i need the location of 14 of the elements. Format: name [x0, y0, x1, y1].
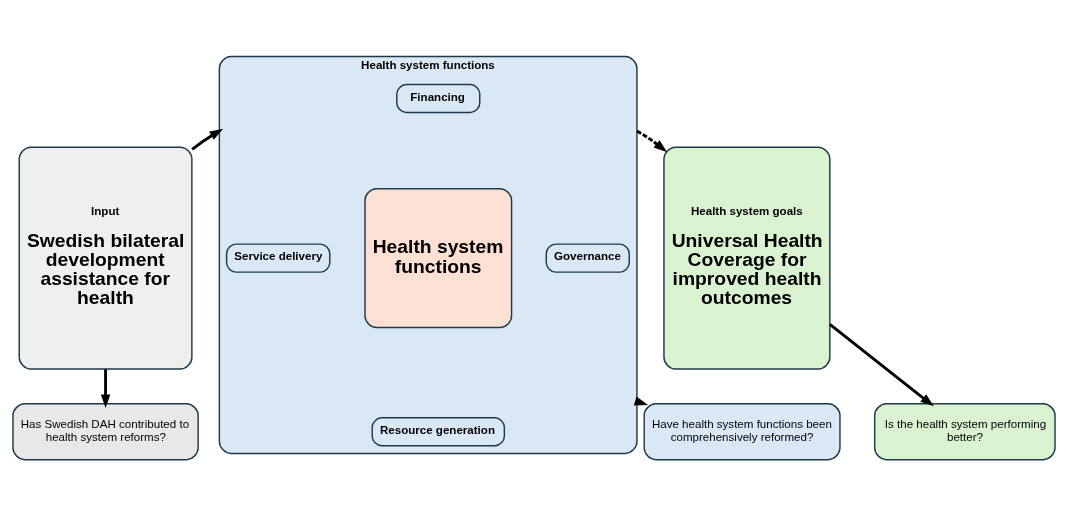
- node-box: Have health system functions been comprehensively reformed?: [643, 403, 841, 461]
- node-box: Resource generation: [371, 417, 506, 447]
- node-box: Is the health system performing better?: [873, 403, 1056, 461]
- node-box: Has Swedish DAH contributed to health system reforms?: [12, 403, 199, 461]
- arrow: [636, 129, 668, 153]
- arrow: [100, 369, 111, 409]
- node-box: Governance: [545, 243, 630, 273]
- arrow: [191, 128, 224, 151]
- node-box: Health system functions: [364, 187, 513, 329]
- node-box: Financing: [396, 83, 481, 114]
- node-box: Service delivery: [225, 243, 331, 273]
- arrow: [829, 323, 934, 407]
- node-box: Health system goals Universal Health Coverage for improved health outcomes: [663, 146, 831, 370]
- node-box: Input Swedish bilateral development assistance for health: [18, 146, 193, 370]
